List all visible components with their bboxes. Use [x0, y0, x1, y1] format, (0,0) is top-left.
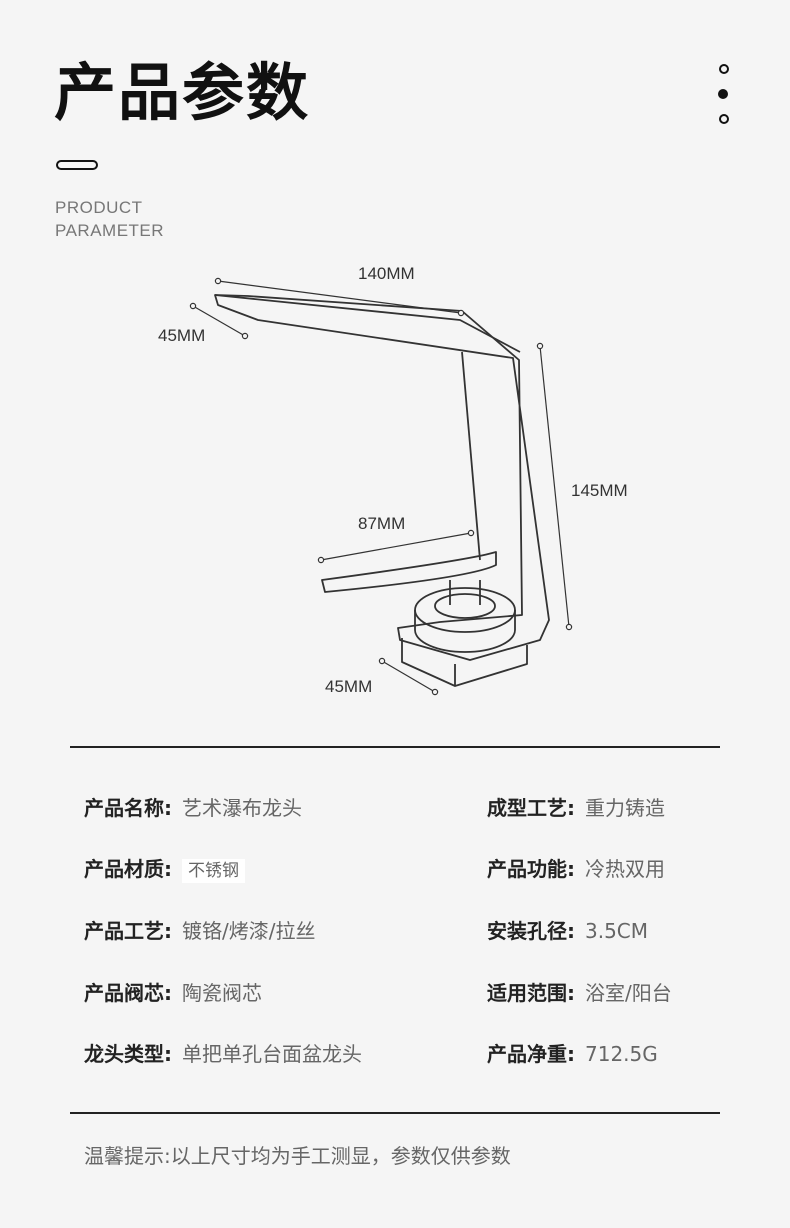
spec-item: 产品材质: 不锈钢 — [84, 856, 245, 884]
spec-item: 适用范围: 浴室/阳台 — [487, 980, 672, 1006]
footer-note: 温馨提示:以上尺寸均为手工测显，参数仅供参数 — [84, 1144, 511, 1168]
page-title: 产品参数 — [54, 56, 311, 129]
dot-hollow-top — [719, 64, 729, 74]
title-underline-pill — [56, 160, 98, 170]
faucet-dimension-diagram: 140MM 45MM 145MM 87MM 45MM — [158, 264, 628, 696]
spec-key: 产品阀芯: — [84, 981, 172, 1005]
spec-item: 产品工艺: 镀铬/烤漆/拉丝 — [84, 918, 315, 944]
faucet-handle — [321, 551, 497, 593]
spec-value: 浴室/阳台 — [585, 981, 672, 1005]
spec-item: 产品名称: 艺术瀑布龙头 — [84, 795, 302, 821]
spec-item: 产品阀芯: 陶瓷阀芯 — [84, 980, 262, 1006]
dim-height-label: 145MM — [571, 481, 628, 500]
subtitle-line-2: PARAMETER — [55, 221, 165, 240]
spec-key: 安装孔径: — [487, 919, 575, 943]
faucet-spout-top — [214, 294, 521, 353]
divider-top — [70, 746, 720, 748]
spec-key: 产品功能: — [487, 857, 575, 881]
spec-key: 龙头类型: — [84, 1042, 172, 1066]
spec-key: 适用范围: — [487, 981, 575, 1005]
spec-value: 712.5G — [585, 1042, 658, 1066]
faucet-valve-cylinder — [414, 610, 516, 653]
spec-item: 产品净重: 712.5G — [487, 1041, 658, 1067]
faucet-valve-inner — [434, 593, 496, 619]
spec-value: 艺术瀑布龙头 — [182, 796, 302, 820]
spec-value: 单把单孔台面盆龙头 — [182, 1042, 362, 1066]
spec-key: 产品材质: — [84, 857, 172, 881]
dim-top-length-label: 140MM — [358, 264, 415, 283]
spec-item: 安装孔径: 3.5CM — [487, 918, 648, 944]
spec-item: 成型工艺: 重力铸造 — [487, 795, 665, 821]
dot-solid-middle — [718, 89, 728, 99]
divider-bottom — [70, 1112, 720, 1114]
subtitle-line-1: PRODUCT — [55, 198, 143, 217]
page-subtitle: PRODUCT PARAMETER — [55, 196, 164, 242]
spec-item: 龙头类型: 单把单孔台面盆龙头 — [84, 1041, 362, 1067]
dim-top-width-label: 45MM — [158, 326, 205, 345]
spec-item: 产品功能: 冷热双用 — [487, 856, 665, 882]
faucet-stem — [449, 580, 481, 605]
spec-value: 冷热双用 — [585, 857, 665, 881]
faucet-spout-body — [214, 294, 550, 661]
spec-key: 产品净重: — [487, 1042, 575, 1066]
spec-key: 产品工艺: — [84, 919, 172, 943]
spec-key: 成型工艺: — [487, 796, 575, 820]
faucet-inner-edge — [461, 351, 481, 561]
spec-value: 3.5CM — [585, 919, 649, 943]
dot-hollow-bottom — [719, 114, 729, 124]
spec-key: 产品名称: — [84, 796, 172, 820]
spec-value: 陶瓷阀芯 — [182, 981, 262, 1005]
spec-value: 不锈钢 — [182, 859, 245, 883]
spec-value: 重力铸造 — [585, 796, 665, 820]
dim-base-label: 45MM — [325, 677, 372, 696]
more-dots-icon — [718, 64, 732, 139]
dim-handle-label: 87MM — [358, 514, 405, 533]
spec-value: 镀铬/烤漆/拉丝 — [182, 919, 316, 943]
